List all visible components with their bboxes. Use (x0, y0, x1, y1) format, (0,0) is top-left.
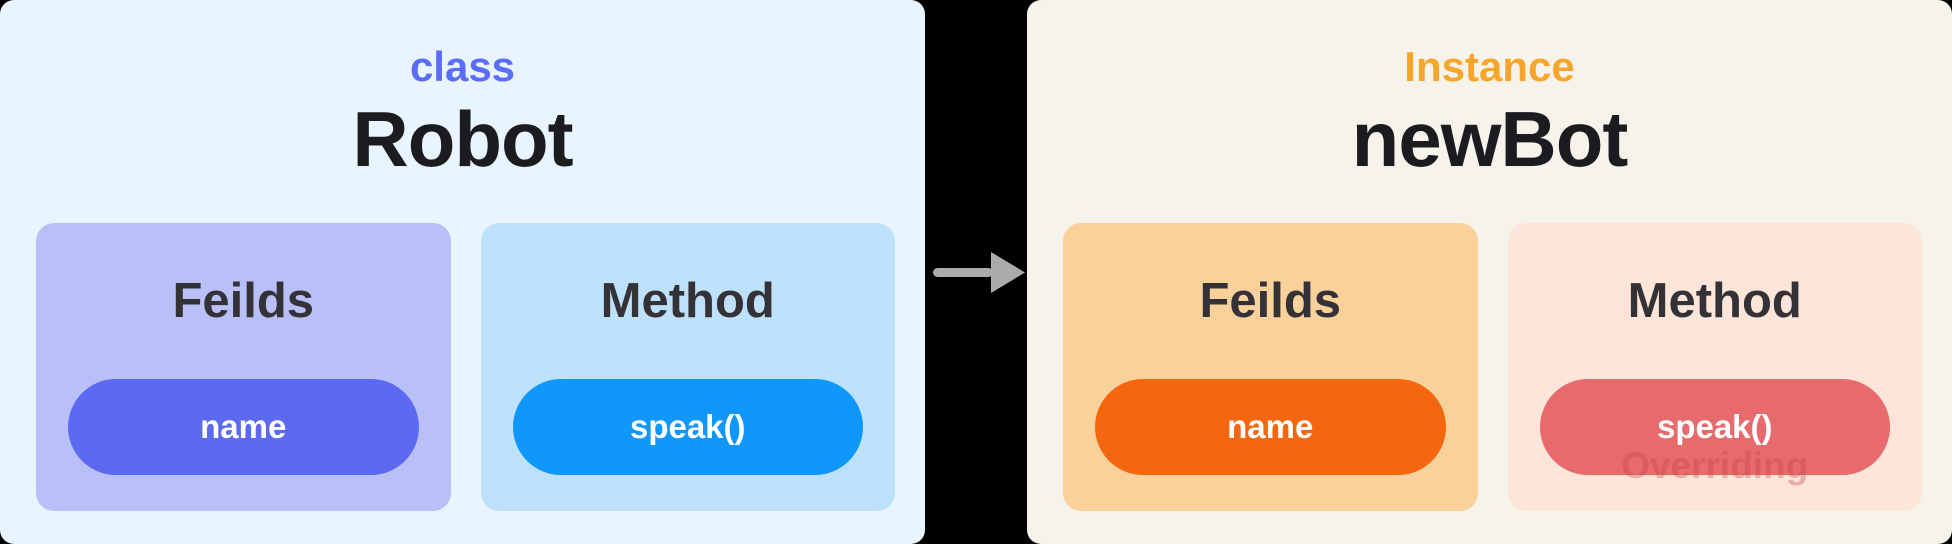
instance-panel-cards: Feilds name Method speak() Overriding (1063, 223, 1922, 511)
instance-methods-card: Method speak() Overriding (1507, 223, 1922, 511)
class-methods-card: Method speak() (480, 223, 895, 511)
overriding-annotation: Overriding (1621, 445, 1809, 486)
instance-speak-pill: speak() (1539, 379, 1890, 475)
class-panel-label: class (409, 43, 516, 90)
instance-fields-card: Feilds name (1063, 223, 1478, 511)
instance-fields-heading: Feilds (1199, 274, 1342, 328)
instance-methods-heading: Method (1627, 274, 1802, 328)
instance-panel-label: Instance (1404, 43, 1575, 90)
class-fields-heading: Feilds (172, 274, 315, 328)
class-to-instance-arrow-icon (933, 252, 1025, 293)
class-panel: class Robot Feilds name Method speak() (0, 0, 925, 544)
instance-name-pill: name (1095, 379, 1446, 475)
class-speak-pill: speak() (512, 379, 863, 475)
class-panel-cards: Feilds name Method speak() (36, 223, 895, 511)
class-panel-title: Robot (352, 95, 573, 183)
class-methods-heading: Method (600, 274, 775, 328)
instance-panel-title: newBot (1351, 95, 1629, 183)
instance-panel: Instance newBot Feilds name Method speak… (1027, 0, 1952, 544)
class-fields-card: Feilds name (36, 223, 451, 511)
class-name-pill: name (68, 379, 419, 475)
